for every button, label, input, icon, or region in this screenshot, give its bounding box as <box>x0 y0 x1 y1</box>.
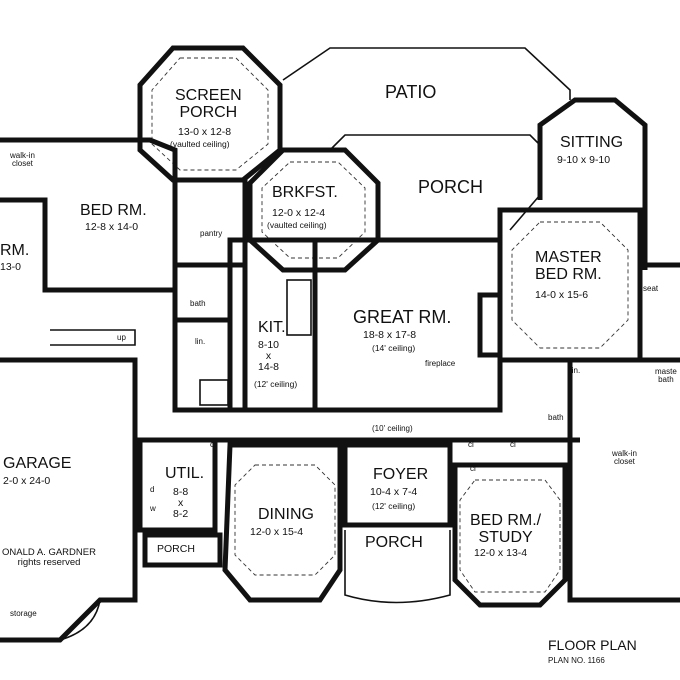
kitchen-walls <box>227 237 318 413</box>
master-bed-dims: 14-0 x 15-6 <box>535 289 589 301</box>
dining-walls <box>222 442 343 603</box>
rm-partial-dims: 13-0 <box>0 261 22 273</box>
side-porch-label: PORCH <box>157 543 195 555</box>
brkfst-ceiling <box>261 161 366 259</box>
seat-label: seat <box>643 284 659 293</box>
plan-number: PLAN NO. 1166 <box>548 656 605 665</box>
tub <box>199 379 229 406</box>
master-ceiling <box>511 221 629 349</box>
kit-label: KIT. <box>258 319 286 336</box>
bed-study-ceiling <box>459 479 561 593</box>
walkin-closet-left-label: walk-in closet <box>10 151 35 169</box>
dining-label: DINING <box>258 506 314 523</box>
rm-partial-label: RM. <box>0 242 30 259</box>
cl-4-label: cl <box>470 464 476 473</box>
great-rm-note: (14' ceiling) <box>372 343 416 353</box>
foyer-dims: 10-4 x 7-4 <box>370 486 418 498</box>
rear-porch-label: PORCH <box>418 177 484 197</box>
cl-2-label: cl <box>468 440 474 449</box>
garage-dims: 2-0 x 24-0 <box>3 475 51 487</box>
front-porch-arc <box>344 530 451 604</box>
kit-note: (12' ceiling) <box>254 379 298 389</box>
screen-porch-dims: 13-0 x 12-8 <box>178 126 232 138</box>
bed-study-dims: 12-0 x 13-4 <box>474 547 528 559</box>
lin-kit-label: lin. <box>195 337 206 346</box>
rear-porch-outline <box>329 134 541 231</box>
bed-rm-walls <box>0 137 178 293</box>
dining-dims: 12-0 x 15-4 <box>250 526 304 538</box>
up-label: up <box>117 333 126 342</box>
screen-porch-ceiling <box>151 57 269 171</box>
stairs <box>50 329 136 346</box>
brkfst-walls <box>247 147 381 273</box>
plan-title: FLOOR PLAN <box>548 637 637 653</box>
cl-1-label: cl <box>210 440 216 449</box>
dryer-label: d <box>150 485 155 494</box>
fireplace-label: fireplace <box>425 359 456 368</box>
pantry-label: pantry <box>200 229 223 238</box>
brkfst-dims: 12-0 x 12-4 <box>272 207 326 219</box>
bed-study-walls <box>452 462 568 608</box>
pantry-bath-walls <box>172 177 248 413</box>
bath-master-label: bath <box>548 413 564 422</box>
foyer-walls <box>342 442 453 528</box>
washer-label: w <box>150 504 156 513</box>
storage-outline <box>0 599 101 641</box>
patio-outline <box>282 47 571 100</box>
sitting-label: SITTING <box>560 134 624 151</box>
bed-rm-label: BED RM. <box>80 202 147 219</box>
front-porch-label: PORCH <box>365 534 423 551</box>
sitting-walls <box>537 97 648 270</box>
fireplace <box>477 292 503 358</box>
lin-master-label: lin. <box>570 366 581 375</box>
walkin-closet-right-label: walk-in closet <box>612 449 637 467</box>
ten-ceiling-label: (10' ceiling) <box>372 424 413 433</box>
patio-label: PATIO <box>385 82 437 102</box>
side-porch-walls <box>142 532 223 568</box>
garage-label: GARAGE <box>3 455 72 472</box>
master-bath-label: maste bath <box>655 367 677 385</box>
brkfst-label: BRKFST. <box>272 184 338 201</box>
storage-label: storage <box>10 609 37 618</box>
cl-3-label: cl <box>510 440 516 449</box>
screen-porch-note: (vaulted ceiling) <box>170 139 230 149</box>
copyright-notice: ONALD A. GARDNER rights reserved <box>2 547 96 568</box>
master-bed-label: MASTER BED RM. <box>535 249 602 283</box>
master-walls <box>497 207 643 363</box>
garage-walls <box>0 357 138 643</box>
great-rm-dims: 18-8 x 17-8 <box>363 329 417 341</box>
bed-study-label: BED RM./ STUDY <box>470 512 542 546</box>
foyer-label: FOYER <box>373 466 429 483</box>
util-dims: 8-8 x 8-2 <box>173 486 189 521</box>
bath-upper-label: bath <box>190 299 206 308</box>
foyer-note: (12' ceiling) <box>372 501 416 511</box>
kit-dims: 8-10 x 14-8 <box>258 339 280 374</box>
bed-rm-dims: 12-8 x 14-0 <box>85 221 139 233</box>
sitting-dims: 9-10 x 9-10 <box>557 154 611 166</box>
util-label: UTIL. <box>165 465 205 482</box>
brkfst-note: (vaulted ceiling) <box>267 220 327 230</box>
kitchen-island <box>286 279 312 336</box>
screen-porch-label: SCREEN PORCH <box>175 87 242 121</box>
great-rm-label: GREAT RM. <box>353 307 452 327</box>
